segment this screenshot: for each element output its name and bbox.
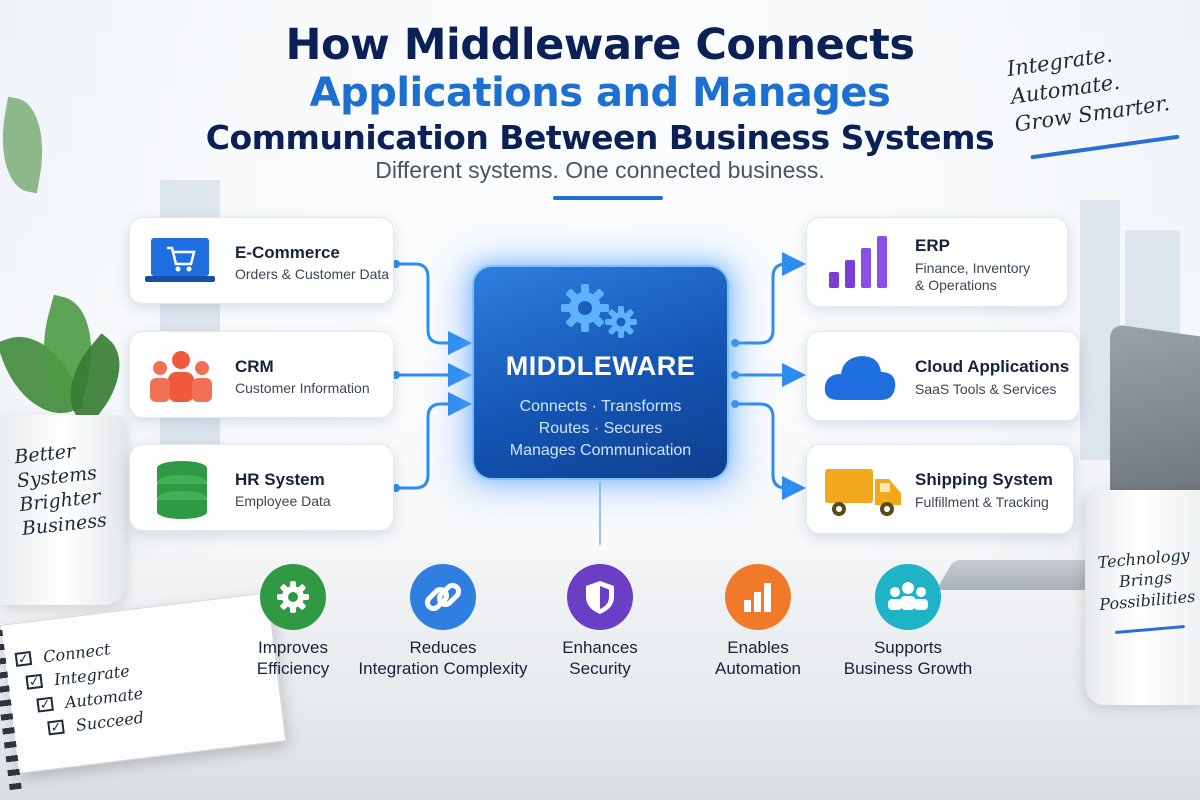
middleware-function-line: Routes · Secures [538,420,663,437]
subtitle-underline [553,196,663,200]
card-title: ERP [915,236,950,255]
checkmark-icon: ✓ [36,697,54,713]
benefit-label-line: Automation [715,659,801,678]
middleware-function-line: Connects · Transforms [519,398,682,415]
card-subtitle: Orders & Customer Data [235,266,390,282]
card-title: E-Commerce [235,243,340,262]
benefit-label-line: Reduces [409,638,477,657]
benefit-label-complexity: Reduces Integration Complexity [323,637,563,679]
page-subtitle: Different systems. One connected busines… [375,157,825,183]
middleware-box [472,265,729,480]
coffee-mug [1085,490,1200,705]
card-subtitle: Customer Information [235,380,370,396]
benefit-label-line: Efficiency [256,659,330,678]
middleware-title: MIDDLEWARE [505,351,696,381]
benefit-label-line: Improves [258,638,328,657]
card-subtitle: Employee Data [235,493,331,509]
laptop-screen [1110,323,1200,507]
benefit-label-line: Integration Complexity [358,659,528,678]
middleware-function-line: Manages Communication [509,442,692,459]
benefit-automation-badge [725,564,791,630]
card-subtitle: & Operations [915,277,997,293]
system-card-cloud: Cloud Applications SaaS Tools & Services [806,331,1080,421]
cloud-icon [824,356,896,400]
shopping-cart-laptop-icon [145,238,215,282]
benefit-growth-badge [875,564,941,630]
benefit-label-line: Security [569,659,631,678]
benefit-label-automation: Enables Automation [638,637,878,679]
shield-icon [586,581,614,614]
system-card-ecommerce: E-Commerce Orders & Customer Data [129,217,394,304]
benefit-label-line: Enhances [562,638,638,657]
link-icon [424,582,462,612]
database-icon [157,461,207,519]
benefit-label-line: Supports [873,638,943,657]
benefit-efficiency-badge [260,564,326,630]
page-title-line-1: How Middleware Connects [285,20,915,70]
page-title-line-3: Communication Between Business Systems [205,118,995,157]
gear-icon [277,581,309,613]
mug-handwritten-note: Technology Brings Possibilities [1090,544,1200,616]
pot-handwritten-note: Better Systems Brighter Business [13,435,122,541]
checklist: ✓Connect ✓Integrate ✓Automate ✓Succeed [14,633,147,743]
checkmark-icon: ✓ [14,651,33,667]
bar-chart-icon [829,236,887,288]
system-card-hr: HR System Employee Data [129,444,394,531]
system-card-crm: CRM Customer Information [129,331,394,418]
system-card-shipping: Shipping System Fulfillment & Tracking [806,444,1074,534]
people-group-icon [150,351,212,402]
checkmark-icon: ✓ [47,719,65,736]
benefit-complexity-badge [410,564,476,630]
gears-icon [561,284,637,338]
benefit-label-security: Enhances Security [480,637,720,679]
plant-pot [0,415,125,605]
checkmark-icon: ✓ [25,674,44,690]
people-group-icon [888,582,928,610]
card-title: Shipping System [915,470,1053,489]
benefit-security-badge [567,564,633,630]
card-subtitle: Finance, Inventory [915,260,1031,276]
page-title-line-2: Applications and Manages [309,70,891,116]
delivery-truck-icon [825,469,901,516]
card-title: CRM [235,357,274,376]
benefit-label-line: Enables [727,638,789,657]
bar-chart-icon [744,583,771,612]
card-title: Cloud Applications [915,357,1070,376]
card-subtitle: SaaS Tools & Services [915,381,1057,397]
system-card-erp: ERP Finance, Inventory & Operations [806,217,1068,307]
card-title: HR System [235,470,325,489]
benefit-label-efficiency: Improves Efficiency [173,637,413,679]
benefit-label-line: Business Growth [843,659,973,678]
card-subtitle: Fulfillment & Tracking [915,494,1049,510]
benefit-label-growth: Supports Business Growth [788,637,1028,679]
